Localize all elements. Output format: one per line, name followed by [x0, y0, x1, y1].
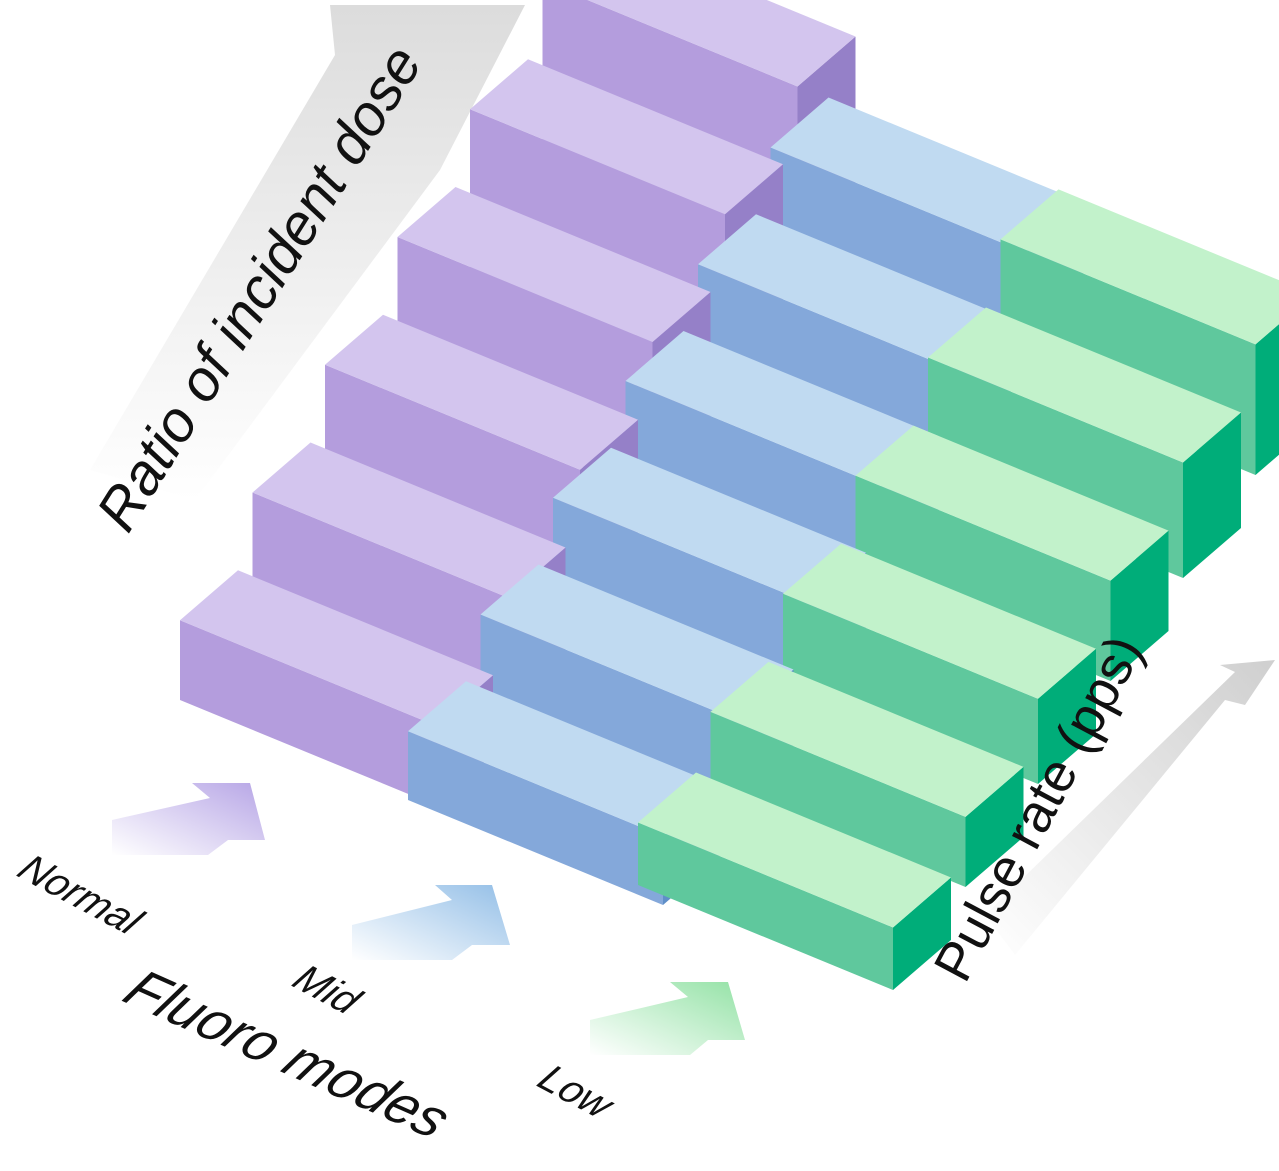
bar-group: [180, 0, 1279, 990]
low-bar-3-front: [783, 593, 1038, 784]
mid-bar-2-front: [480, 614, 736, 802]
mid-bar-1-front: [408, 731, 663, 905]
low-bar-2-side: [965, 766, 1024, 887]
mode-label-low: Low: [529, 1056, 624, 1128]
low-bar-3-side: [1038, 648, 1096, 784]
low-bar-5-side: [1183, 412, 1241, 578]
normal-bar-1-top: [180, 570, 493, 726]
low-bar-1-top: [638, 772, 951, 928]
mid-bar-3-front: [553, 497, 808, 699]
low-bar-6-top: [1000, 189, 1279, 345]
normal-bar-2-front: [252, 492, 508, 702]
low-bar-1-front: [638, 822, 893, 990]
low-bar-1-side: [893, 877, 951, 990]
mid-bar-2-top: [480, 564, 794, 720]
low-bar-2-front: [710, 711, 966, 887]
low-bar-4-side: [1110, 530, 1169, 681]
low-bar-3-top: [783, 543, 1096, 699]
mid-bar-5-top: [698, 214, 1011, 370]
low-bar-5-top: [928, 307, 1241, 463]
low-bar-2-top: [710, 661, 1024, 817]
low-bar-4-top: [855, 425, 1169, 581]
normal-bar-4-top: [397, 187, 711, 342]
normal-bar-3-top: [325, 314, 638, 470]
mode-label-mid: Mid: [284, 956, 370, 1023]
mid-bar-1-top: [408, 681, 721, 837]
normal-bar-6-top: [587, 0, 856, 87]
mid-bar-4-top: [625, 331, 939, 486]
low-bar-6-side: [1255, 324, 1279, 475]
normal-mode-arrow: [112, 783, 265, 855]
low-mode-arrow: [590, 982, 745, 1055]
dose-axis-arrow: [90, 5, 525, 500]
normal-bar-5-top: [470, 59, 783, 215]
mid-bar-3-top: [553, 447, 866, 603]
mid-bar-6-top: [770, 97, 1084, 253]
pulse-rate-axis-arrow: [985, 660, 1275, 955]
mid-mode-arrow: [352, 885, 510, 960]
normal-bar-2-top: [252, 442, 566, 598]
mode-label-normal: Normal: [9, 846, 152, 943]
normal-bar-1-front: [180, 620, 435, 805]
